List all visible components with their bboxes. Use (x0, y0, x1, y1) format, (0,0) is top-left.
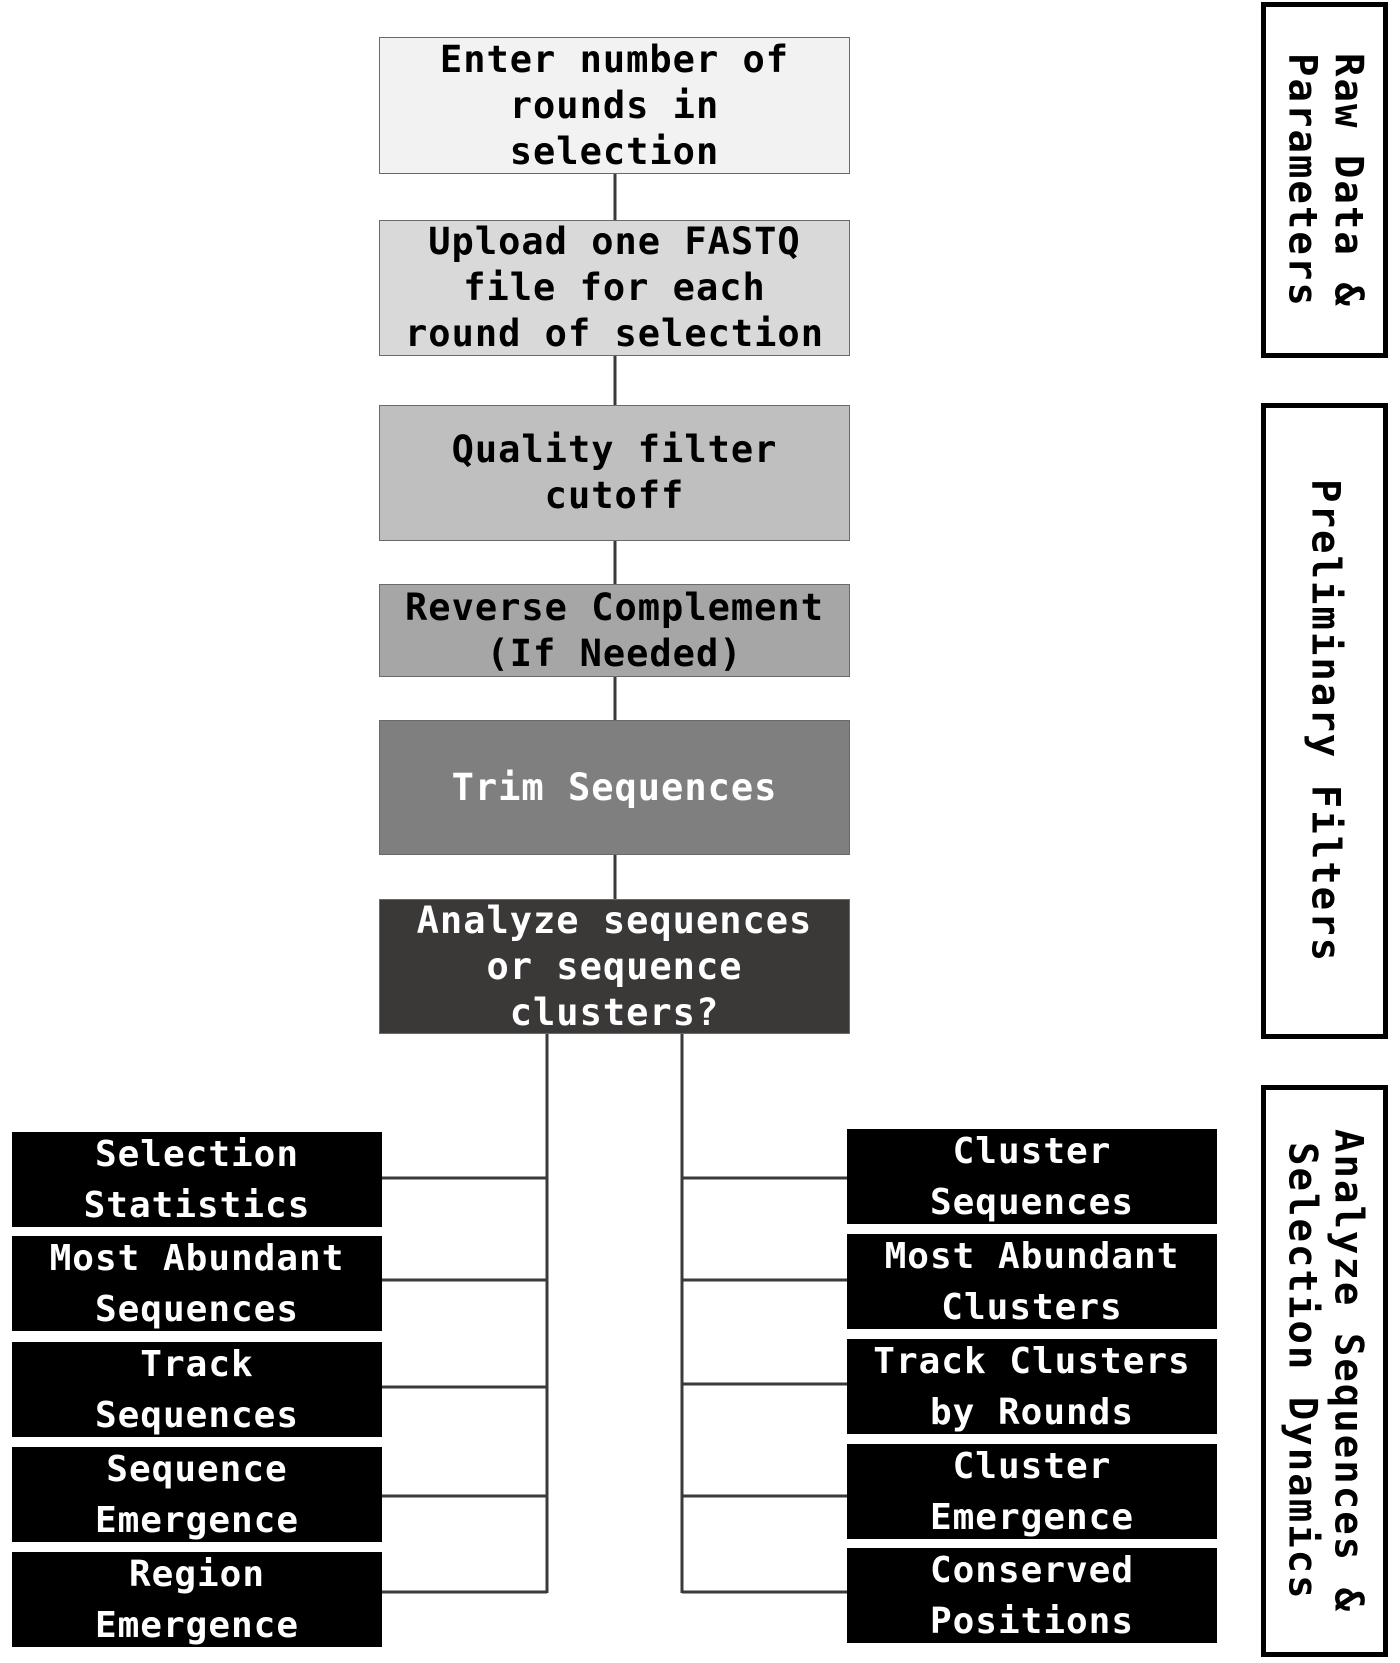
leaf-sequence-emergence: Sequence Emergence (12, 1447, 382, 1542)
leaf-track-sequences: Track Sequences (12, 1342, 382, 1437)
leaf-most-abundant-clusters: Most Abundant Clusters (847, 1234, 1217, 1329)
leaf-conserved-positions: Conserved Positions (847, 1548, 1217, 1643)
leaf-region-emergence: Region Emergence (12, 1552, 382, 1647)
leaf-cluster-sequences: Cluster Sequences (847, 1129, 1217, 1224)
section-raw-data: Raw Data & Parameters (1261, 2, 1388, 358)
leaf-selection-statistics: Selection Statistics (12, 1132, 382, 1227)
leaf-cluster-emergence: Cluster Emergence (847, 1444, 1217, 1539)
step-upload-fastq: Upload one FASTQ file for each round of … (379, 220, 850, 356)
leaf-track-clusters: Track Clusters by Rounds (847, 1339, 1217, 1434)
step-reverse-complement: Reverse Complement (If Needed) (379, 584, 850, 677)
step-analyze-decision: Analyze sequences or sequence clusters? (379, 899, 850, 1034)
section-preliminary-filters: Preliminary Filters (1261, 403, 1388, 1039)
section-analyze-dynamics: Analyze Sequences & Selection Dynamics (1261, 1085, 1388, 1657)
step-trim-sequences: Trim Sequences (379, 720, 850, 855)
leaf-most-abundant-sequences: Most Abundant Sequences (12, 1236, 382, 1331)
section-preliminary-filters-label: Preliminary Filters (1302, 478, 1348, 964)
section-analyze-dynamics-label: Analyze Sequences & Selection Dynamics (1279, 1128, 1371, 1614)
section-raw-data-label: Raw Data & Parameters (1279, 52, 1371, 308)
step-enter-rounds: Enter number of rounds in selection (379, 37, 850, 174)
step-quality-filter: Quality filter cutoff (379, 405, 850, 541)
